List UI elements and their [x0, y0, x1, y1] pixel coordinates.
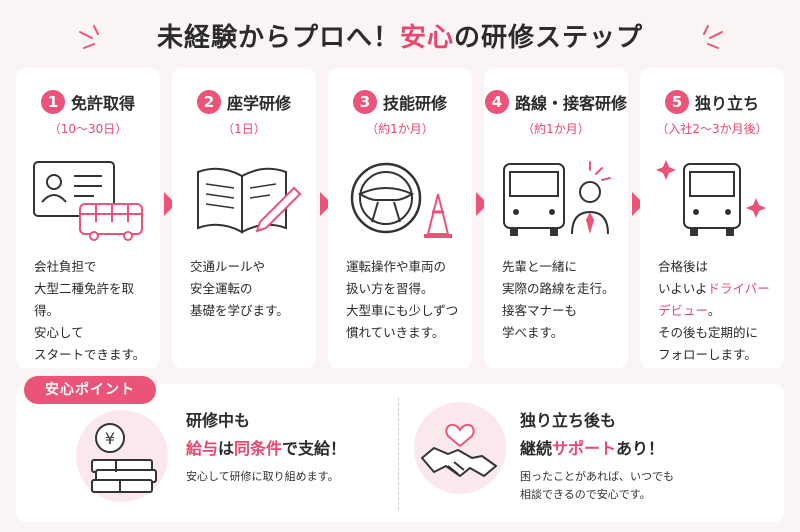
- safety-points-tag: 安心ポイント: [24, 376, 156, 404]
- step-header: 3 技能研修: [328, 90, 472, 114]
- step-header: 1 免許取得: [16, 90, 160, 114]
- step-duration: （約1か月）: [522, 122, 590, 136]
- point-left-end: で支給！: [282, 439, 347, 458]
- step-description: 運転操作や車両の 扱い方を習得。 大型車にも少しずつ 慣れていきます。: [346, 259, 459, 340]
- step-number: 1: [40, 90, 65, 114]
- step-description-start: 合格後は いよいよ: [658, 259, 709, 296]
- steps-row: 1 免許取得 （10〜30日） 会社負担で 大型二種免許を取得。 安心して スター…: [16, 68, 784, 368]
- step-description: 交通ルールや 安全運転の 基礎を学びます。: [190, 259, 289, 318]
- step-card-4: 4 路線・接客研修 （約1か月） 先輩と一緒に 実際の路線を走行。 接客マナーも …: [484, 68, 628, 368]
- title-part-1: 未経験からプロへ！: [156, 22, 400, 53]
- step-card-3: 3 技能研修 （約1か月） 運転操作や車両の 扱い方を習得。 大型車にも少しずつ …: [328, 68, 472, 368]
- step-description-end: 。 その後も定期的に フォローします。: [658, 303, 759, 362]
- handshake-heart-icon: [421, 423, 497, 477]
- step-description: 会社負担で 大型二種免許を取得。 安心して スタートできます。: [34, 259, 146, 362]
- points-divider: [398, 398, 399, 510]
- step-duration: （1日）: [222, 122, 266, 136]
- point-left-mid: は: [218, 439, 235, 458]
- steering-cone-icon: [350, 162, 452, 238]
- point-right-heading: 独り立ち後も: [520, 411, 617, 430]
- step-duration: （約1か月）: [366, 122, 434, 136]
- step-title: 座学研修: [226, 94, 291, 113]
- title-deco-left-icon: [79, 25, 99, 49]
- step-header: 4 路線・接客研修: [484, 90, 628, 114]
- page-header: 未経験からプロへ！安心の研修ステップ: [0, 10, 800, 60]
- point-right-subheading: 継続サポートあり！: [520, 436, 664, 462]
- bus-staff-icon: [503, 161, 611, 236]
- step-card-2: 2 座学研修 （1日） 交通ルールや 安全運転の 基礎を学びます。: [172, 68, 316, 368]
- point-left-note: 安心して研修に取り組めます。: [186, 470, 339, 483]
- step-description: 先輩と一緒に 実際の路線を走行。 接客マナーも 学べます。: [502, 259, 615, 340]
- step-description: 合格後は いよいよドライバー デビュー。 その後も定期的に フォローします。: [658, 256, 780, 366]
- bus-sparkle-icon: [656, 160, 766, 236]
- point-left-subheading: 給与は同条件で支給！: [186, 436, 346, 462]
- point-right-hl: サポート: [552, 439, 617, 458]
- step-card-5: 5 独り立ち （入社2〜3か月後） 合格後は いよいよドライバー デビュー。 その…: [640, 68, 784, 368]
- step-title: 技能研修: [382, 94, 447, 113]
- book-pencil-icon: [197, 167, 302, 234]
- title-accent: 安心: [399, 22, 454, 53]
- point-right-bg: [414, 402, 506, 494]
- point-right-note: 困ったことがあれば、いつでも 相談できるので安心です。: [520, 470, 674, 501]
- point-left-hl-2: 同条件: [234, 439, 283, 458]
- point-left-heading: 研修中も: [186, 411, 251, 430]
- yen-money-icon: ¥: [91, 423, 157, 493]
- step-number: 3: [352, 90, 377, 114]
- step-number: 5: [664, 90, 689, 114]
- point-right-end: あり！: [616, 439, 665, 458]
- step-title: 免許取得: [70, 94, 135, 113]
- page-title: 未経験からプロへ！安心の研修ステップ: [157, 17, 643, 54]
- point-left-hl-1: 給与: [186, 439, 219, 458]
- title-deco-right-icon: [703, 25, 723, 49]
- step-number: 2: [196, 90, 221, 114]
- step-description-highlight: ドライバー デビュー: [658, 281, 770, 318]
- license-bus-icon: [33, 161, 143, 241]
- step-duration: （入社2〜3か月後）: [656, 122, 768, 136]
- step-title: 独り立ち: [694, 94, 759, 113]
- svg-text:¥: ¥: [105, 429, 115, 448]
- step-title: 路線・接客研修: [514, 94, 627, 113]
- step-header: 5 独り立ち: [640, 90, 784, 114]
- step-card-1: 1 免許取得 （10〜30日） 会社負担で 大型二種免許を取得。 安心して スター…: [16, 68, 160, 368]
- step-header: 2 座学研修: [172, 90, 316, 114]
- step-number: 4: [484, 90, 509, 114]
- title-part-2: の研修ステップ: [454, 22, 644, 53]
- point-right-start: 継続: [520, 439, 553, 458]
- step-duration: （10〜30日）: [48, 122, 128, 136]
